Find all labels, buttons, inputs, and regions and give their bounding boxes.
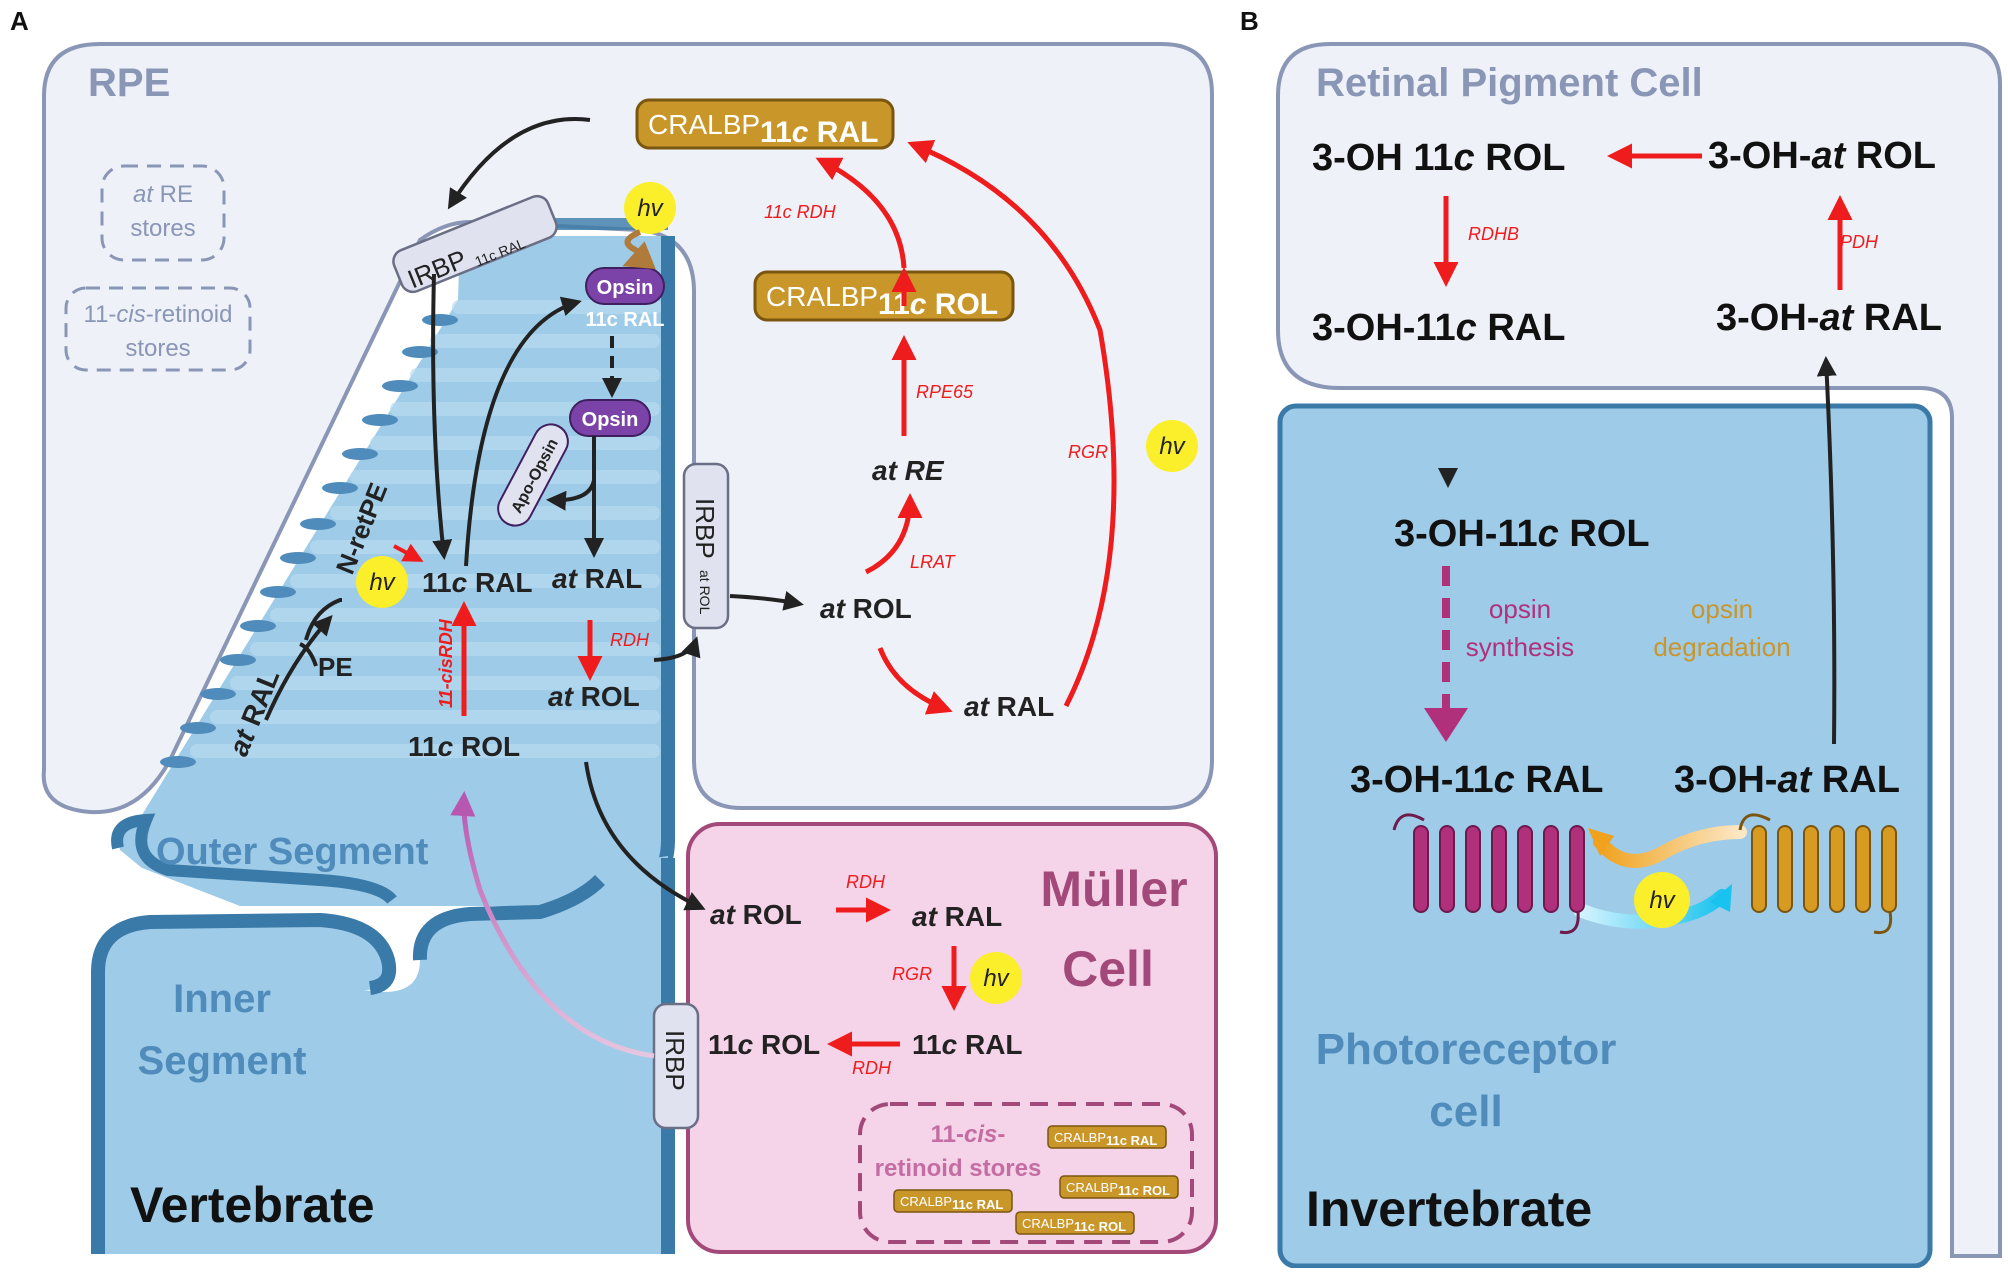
svg-text:hv: hv	[1159, 433, 1186, 460]
oh-at-ral: 3-OH-at RAL	[1716, 297, 1942, 339]
at-ral-rpe: at RAL	[964, 691, 1054, 722]
svg-text:CRALBP11c ROL: CRALBP11c ROL	[1022, 1216, 1126, 1234]
rdhb-label: RDHB	[1468, 224, 1519, 244]
svg-text:IRBP: IRBP	[690, 498, 720, 559]
cralbp-tag-4: CRALBP11c ROL	[1015, 1211, 1135, 1235]
at-rol-rpe: at ROL	[820, 593, 912, 624]
oh-11c-ral-pr: 3-OH-11c RAL	[1350, 759, 1603, 801]
rgr-muller: RGR	[892, 964, 932, 984]
opsin-degradation-2: degradation	[1653, 632, 1790, 662]
cis-retinoid-stores: 11-cis-retinoid stores	[64, 286, 252, 372]
retinal-pigment-cell	[1276, 42, 2002, 1258]
svg-text:CRALBP11c RAL: CRALBP11c RAL	[648, 109, 878, 149]
svg-text:hv: hv	[983, 965, 1010, 992]
opsin-synthesis-1: opsin	[1489, 594, 1551, 624]
muller-title-1: Müller	[1040, 861, 1187, 917]
cralbp-11c-ral-box: CRALBP11c RAL	[635, 98, 895, 150]
11c-rol-muller: 11c ROL	[708, 1029, 820, 1060]
pe-label: PE	[318, 652, 353, 682]
svg-text:stores: stores	[130, 215, 195, 242]
opsin-free: Opsin	[569, 399, 651, 437]
11c-ral-muller: 11c RAL	[912, 1029, 1023, 1060]
light-absorption-wiggle	[622, 229, 656, 270]
rpc-label: Retinal Pigment Cell	[1316, 61, 1703, 105]
hv-bubble-muller: hv	[970, 952, 1022, 1004]
opsin-synthesis-2: synthesis	[1466, 632, 1574, 662]
11c-ral-os: 11c RAL	[422, 567, 533, 598]
irbp-muller: IRBP	[652, 1002, 700, 1130]
cralbp-11c-rol-box: CRALBP11c ROL	[753, 270, 1015, 322]
inner-segment	[91, 856, 675, 1254]
invertebrate-label: Invertebrate	[1306, 1181, 1592, 1237]
rpe-label: RPE	[88, 61, 170, 105]
svg-text:CRALBP11c RAL: CRALBP11c RAL	[900, 1194, 1003, 1212]
opsin-degradation-1: opsin	[1691, 594, 1753, 624]
vertebrate-label: Vertebrate	[130, 1177, 375, 1233]
cisrdh-label: 11-cisRDH	[436, 618, 456, 708]
svg-text:11-cis-: 11-cis-	[931, 1121, 1006, 1148]
svg-text:Opsin: Opsin	[582, 409, 639, 431]
svg-text:CRALBP11c ROL: CRALBP11c ROL	[1066, 1180, 1170, 1198]
muller-cralbp-tags: CRALBP11c RAL CRALBP11c ROL CRALBP11c RA…	[893, 1125, 1179, 1235]
svg-text:CRALBP11c ROL: CRALBP11c ROL	[766, 281, 998, 321]
oh-11c-ral: 3-OH-11c RAL	[1312, 307, 1565, 349]
at-re-stores: at RE stores	[100, 164, 226, 262]
irbp-middle: IRBP at ROL	[682, 462, 730, 630]
hv-bubble-top: hv	[624, 182, 676, 234]
photoreceptor-label-2: cell	[1429, 1087, 1502, 1136]
opsin-helices-11c	[1392, 813, 1585, 935]
svg-text:hv: hv	[1649, 887, 1676, 914]
oh-11c-rol-pr: 3-OH-11c ROL	[1394, 513, 1650, 555]
inner-segment-label-1: Inner	[173, 977, 271, 1021]
oh-at-rol: 3-OH-at ROL	[1708, 135, 1936, 177]
svg-text:IRBP: IRBP	[660, 1030, 690, 1091]
arrows-panel-b	[1424, 143, 1853, 929]
hv-bubble-left: hv	[356, 556, 408, 608]
inner-segment-label-2: Segment	[138, 1039, 307, 1083]
photoreceptor-label-1: Photoreceptor	[1316, 1025, 1617, 1074]
svg-text:hv: hv	[637, 195, 664, 222]
at-rol-muller: at ROL	[710, 899, 802, 930]
rdh-label-os: RDH	[610, 630, 650, 650]
hv-bubble-b: hv	[1634, 872, 1690, 928]
svg-text:retinoid stores: retinoid stores	[875, 1155, 1042, 1182]
oh-at-ral-pr: 3-OH-at RAL	[1674, 759, 1900, 801]
at-ral-os: at RAL	[552, 563, 642, 594]
svg-text:at RE: at RE	[133, 181, 193, 208]
panel-b-letter: B	[1240, 6, 1259, 36]
svg-text:stores: stores	[125, 335, 190, 362]
pdh-label: PDH	[1840, 232, 1879, 252]
rdh-muller-top: RDH	[846, 872, 886, 892]
at-ral-muller: at RAL	[912, 901, 1002, 932]
svg-text:11-cis-retinoid: 11-cis-retinoid	[84, 301, 233, 328]
rgr-label: RGR	[1068, 442, 1108, 462]
svg-text:Opsin: Opsin	[597, 277, 654, 299]
muller-title-2: Cell	[1062, 941, 1154, 997]
svg-text:hv: hv	[369, 569, 396, 596]
panel-a-letter: A	[10, 6, 29, 36]
arrows-panel-a	[264, 117, 1117, 1059]
opsin-helices-at	[1738, 813, 1897, 935]
at-re-rpe: at RE	[872, 455, 945, 486]
rpe65-label: RPE65	[916, 382, 974, 402]
svg-text:11c RAL: 11c RAL	[586, 309, 665, 331]
opsin-bound: Opsin 11c RAL	[585, 267, 665, 331]
oh-11c-rol: 3-OH 11c ROL	[1312, 137, 1565, 179]
at-rol-os: at ROL	[548, 681, 640, 712]
cralbp-tag-2: CRALBP11c ROL	[1059, 1175, 1179, 1199]
cralbp-tag-3: CRALBP11c RAL	[893, 1189, 1013, 1213]
hv-bubble-rgr: hv	[1146, 420, 1198, 472]
11c-rol-os: 11c ROL	[408, 731, 520, 762]
cralbp-tag-1: CRALBP11c RAL	[1047, 1125, 1167, 1149]
rdh-muller-bottom: RDH	[852, 1058, 892, 1078]
svg-text:CRALBP11c RAL: CRALBP11c RAL	[1054, 1130, 1157, 1148]
outer-segment-label: Outer Segment	[156, 831, 429, 873]
lrat-label: LRAT	[910, 552, 957, 572]
11c-rdh-label: 11c RDH	[764, 202, 837, 222]
svg-text:at ROL: at ROL	[697, 570, 713, 615]
